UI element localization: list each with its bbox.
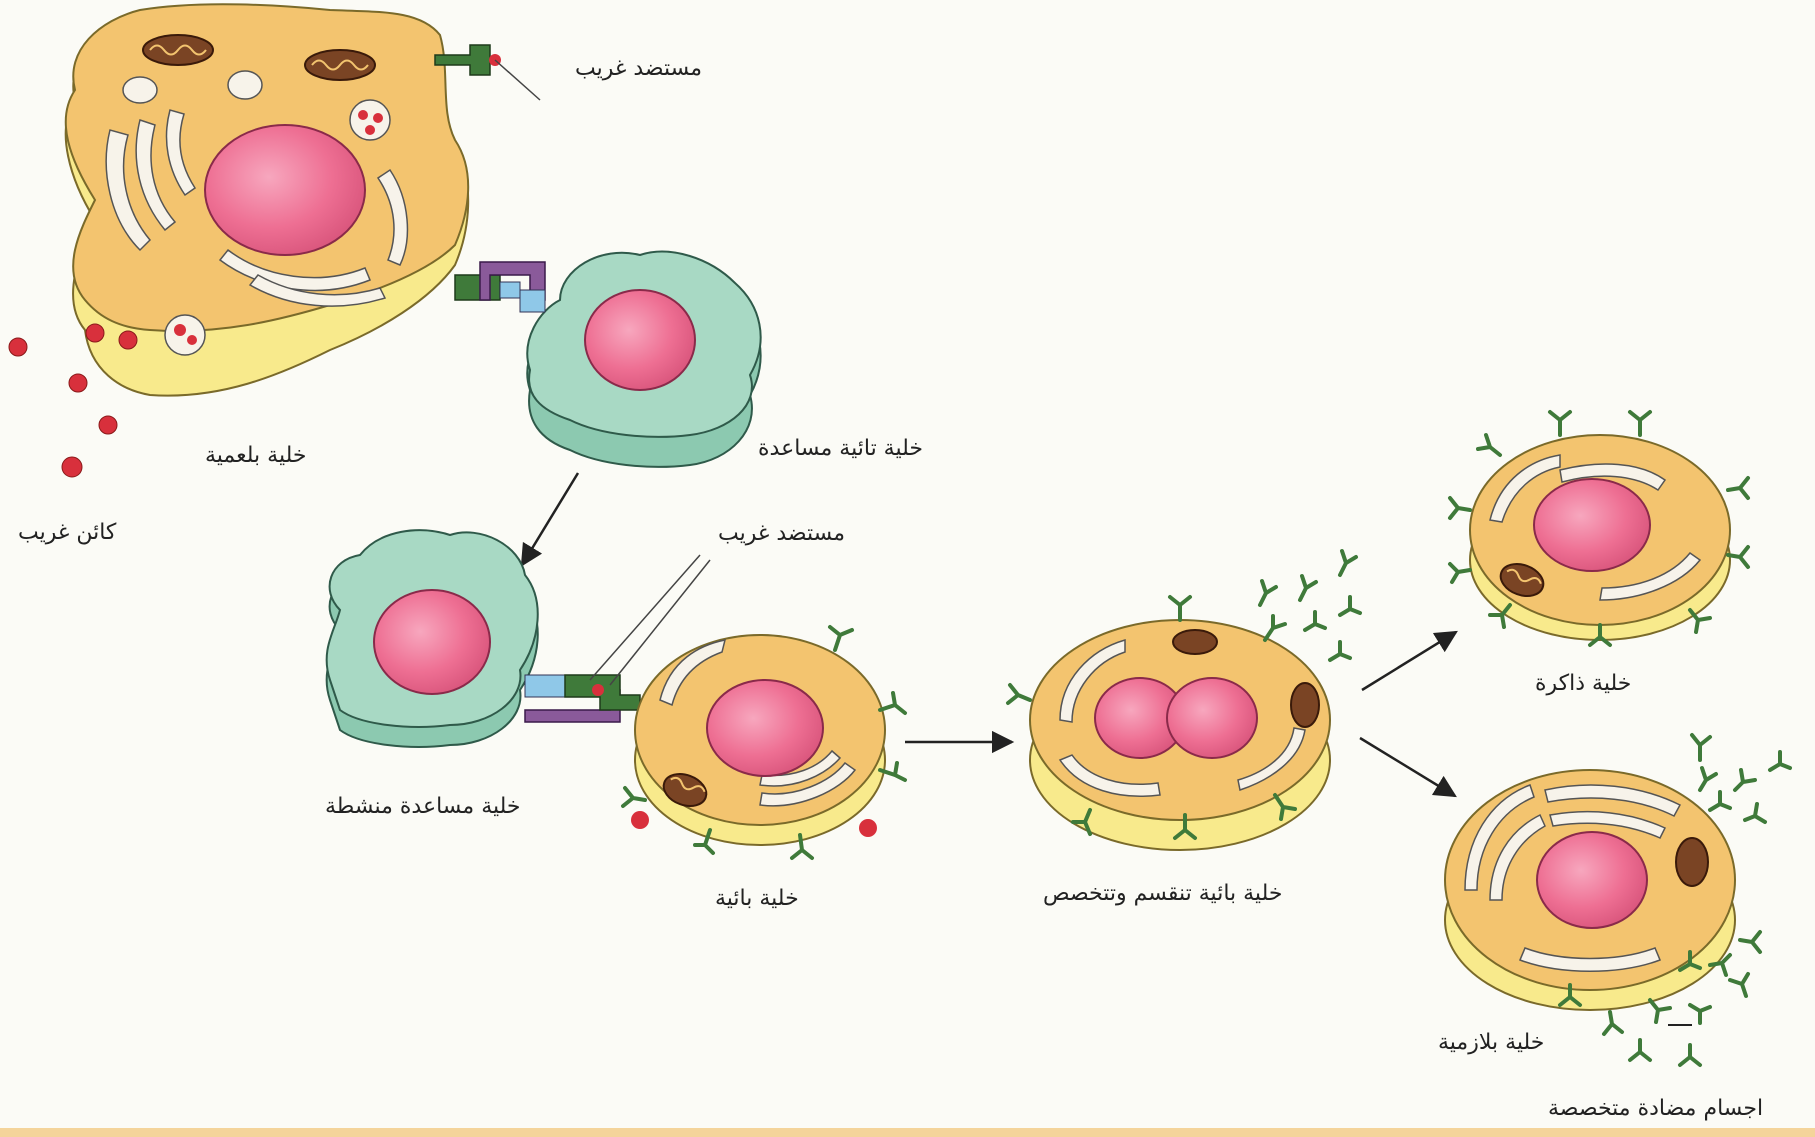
arrow-to-memory	[1362, 632, 1456, 690]
arrow-to-plasma	[1360, 738, 1455, 796]
label-memory-cell: خلية ذاكرة	[1535, 673, 1631, 695]
plasma-nucleus	[1537, 832, 1647, 928]
label-antibodies: اجسام مضادة متخصصة	[1548, 1098, 1763, 1120]
macrophage-nucleus	[205, 125, 365, 255]
activated-helper-nucleus	[374, 590, 490, 694]
memory-nucleus	[1534, 479, 1650, 571]
label-plasma-cell: خلية بلازمية	[1438, 1032, 1544, 1054]
label-antigen-top: مستضد غريب	[575, 58, 702, 80]
antigen-top-pointer	[495, 60, 540, 100]
b-cell	[623, 627, 905, 858]
label-activated-helper: خلية مساعدة منشطة	[325, 796, 521, 818]
activated-helper-cell	[327, 530, 640, 747]
dividing-b-cell	[1008, 551, 1360, 850]
label-antigen-mid: مستضد غريب	[718, 523, 845, 545]
helper-t-cell	[480, 252, 761, 467]
b-cell-nucleus	[707, 680, 823, 776]
helper-t-nucleus	[585, 290, 695, 390]
bottom-border	[0, 1128, 1815, 1137]
label-macrophage: خلية بلعمية	[205, 445, 306, 467]
memory-cell	[1450, 412, 1748, 645]
arrow-activation	[522, 473, 578, 565]
dividing-nucleus-right	[1167, 678, 1257, 758]
label-helper-t-cell: خلية تائية مساعدة	[758, 438, 923, 460]
label-b-cell: خلية بائية	[715, 888, 799, 910]
label-b-dividing: خلية بائية تنقسم وتتخصص	[1043, 883, 1282, 905]
plasma-cell	[1445, 735, 1790, 1065]
label-foreign-organism: كائن غريب	[18, 522, 116, 544]
